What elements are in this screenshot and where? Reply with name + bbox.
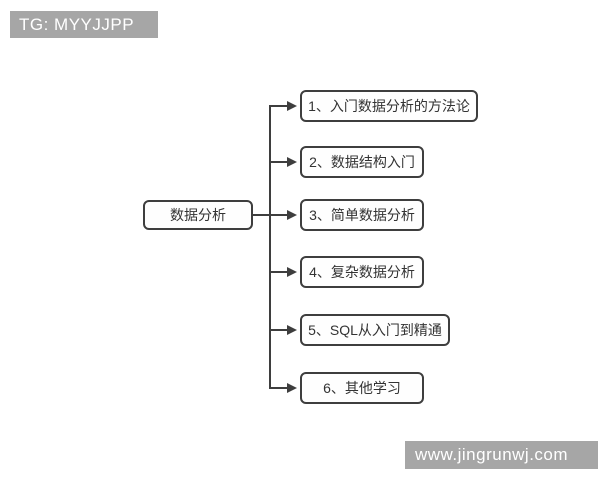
arrowhead-icon — [287, 157, 297, 167]
branch-node-1: 1、入门数据分析的方法论 — [300, 90, 478, 122]
arrowhead-icon — [287, 267, 297, 277]
branch-node-6: 6、其他学习 — [300, 372, 424, 404]
arrowhead-icon — [287, 210, 297, 220]
branch-node-3: 3、简单数据分析 — [300, 199, 424, 231]
watermark-bottom: www.jingrunwj.com — [405, 441, 598, 469]
root-node-data-analysis: 数据分析 — [143, 200, 253, 230]
arrowhead-icon — [287, 101, 297, 111]
branch-node-4: 4、复杂数据分析 — [300, 256, 424, 288]
arrowhead-icon — [287, 383, 297, 393]
watermark-top: TG: MYYJJPP — [10, 11, 158, 38]
branch-node-2: 2、数据结构入门 — [300, 146, 424, 178]
arrowhead-icon — [287, 325, 297, 335]
branch-node-5: 5、SQL从入门到精通 — [300, 314, 450, 346]
